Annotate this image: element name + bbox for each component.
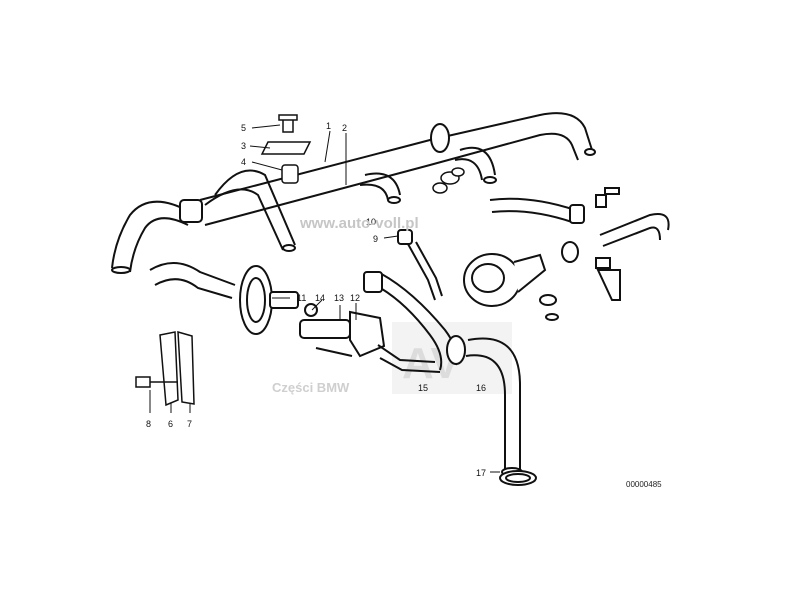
hose-15 (363, 271, 466, 373)
diaphragm-valve (149, 262, 299, 335)
upper-hoses (204, 146, 497, 252)
callout-6: 6 (168, 419, 173, 429)
watermark-brand: Części BMW (272, 380, 350, 395)
leader-lines (149, 124, 500, 473)
left-bent-hose (111, 199, 203, 274)
clips-6-8 (135, 330, 195, 407)
callout-4: 4 (241, 157, 246, 167)
hose-9 (397, 229, 443, 301)
callout-8: 8 (146, 419, 151, 429)
bracket-assembly (260, 114, 312, 184)
watermark-site: www.auto-voll.pl (299, 215, 419, 232)
callout-17: 17 (476, 468, 486, 478)
callout-2: 2 (342, 123, 347, 133)
callout-labels: 1 2 3 4 5 6 7 8 9 10 11 12 13 14 15 16 1… (146, 121, 486, 478)
callout-11: 11 (297, 293, 306, 303)
callout-10: 10 (366, 217, 376, 227)
hose-16 (465, 337, 523, 477)
diagram-reference-number: 00000485 (626, 480, 662, 489)
callout-16: 16 (476, 383, 486, 393)
callout-3: 3 (241, 141, 246, 151)
valve-canister (463, 241, 621, 321)
hose-12-14 (299, 303, 386, 358)
callout-12: 12 (350, 293, 360, 303)
right-hoses (489, 187, 670, 247)
callout-5: 5 (241, 123, 246, 133)
clamp-17 (499, 470, 537, 486)
callout-15: 15 (418, 383, 428, 393)
callout-13: 13 (334, 293, 344, 303)
callout-14: 14 (315, 293, 325, 303)
callout-7: 7 (187, 419, 192, 429)
callout-9: 9 (373, 234, 378, 244)
callout-1: 1 (326, 121, 331, 131)
fittings (432, 167, 465, 194)
main-pipe (199, 112, 596, 226)
